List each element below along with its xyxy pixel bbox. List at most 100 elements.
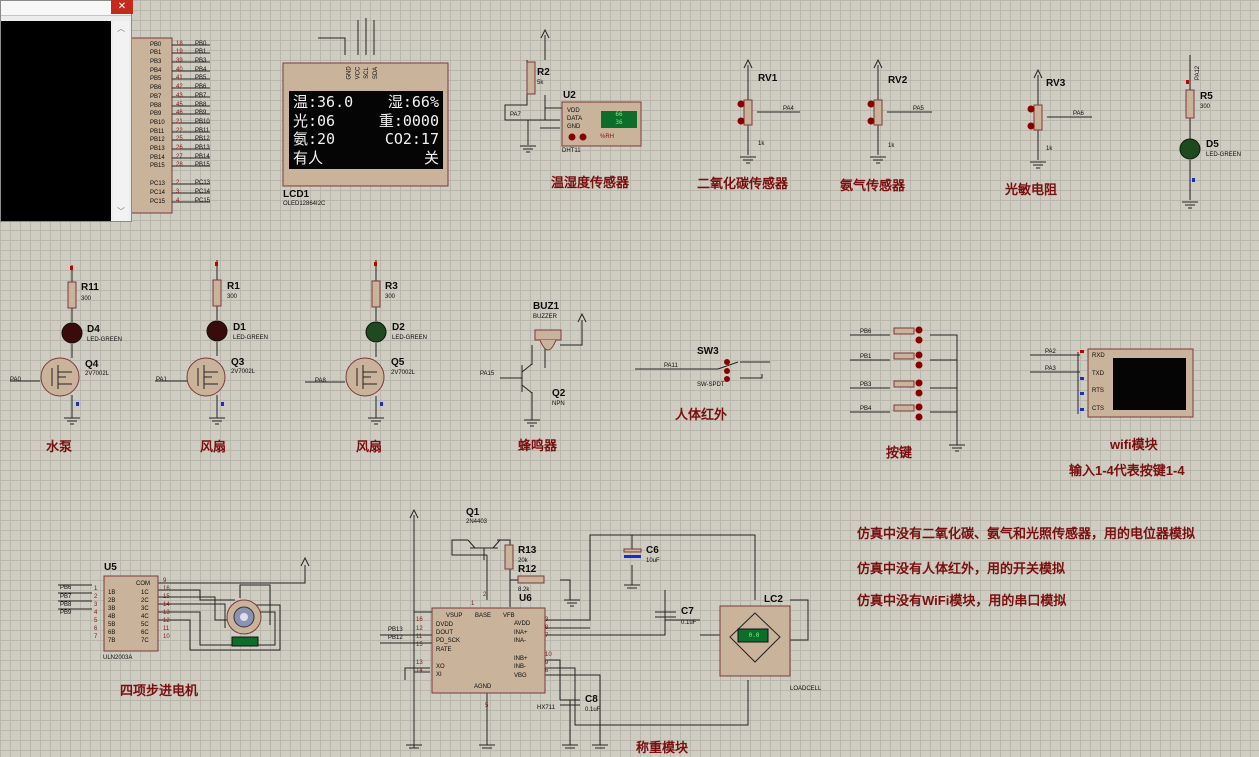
uln-pin: 1B [108,590,116,596]
r11-value: 300 [81,296,92,302]
hx-pin: DVDD [436,622,454,628]
hx-pin: INB- [514,664,526,670]
q3-ref: Q3 [231,357,245,368]
hx-pin-num: 5 [485,703,489,709]
close-icon[interactable]: ✕ [111,0,133,14]
wires [10,18,1191,748]
mcu-pin-number: 41 [176,75,183,81]
q2-part: NPN [552,401,565,407]
r12-ref: R12 [518,564,537,575]
dht-pin: VDD [567,108,580,114]
keys[interactable] [893,327,915,412]
simulation-terminal-window[interactable]: ✕ ︿ ﹀ [0,0,133,222]
r5-value: 300 [1200,104,1211,110]
mcu-pin-number: 45 [176,102,183,108]
rv2-ref: RV2 [888,75,908,86]
uln-pin-num: 7 [94,634,98,640]
mcu-net-label: PB11 [195,128,210,134]
stepper-net: PB9 [60,610,72,616]
r1-value: 300 [227,294,238,300]
mcu-pin-label: PB0 [150,42,162,48]
mcu-net-label: PB0 [195,41,207,47]
mcu-pin-label: PB10 [150,120,165,126]
loadcell-lc2 [719,605,791,677]
wifi-terminal-screen[interactable] [1113,358,1186,410]
mcu-net-label: PC13 [195,180,211,186]
resistor-r2 [526,61,536,95]
note-text: 仿真中没有WiFi模块，用的串口模拟 [857,593,1067,608]
uln-pin: 5C [141,622,149,628]
rv1-net: PA4 [783,106,794,112]
rv2-net: PA5 [913,106,924,112]
uln-pin-num: 13 [163,610,170,616]
ground-symbols [64,145,1198,749]
hx-pin: DOUT [436,630,453,636]
mcu-pin-lines [172,44,210,203]
section-label-weight: 称重模块 [636,740,689,755]
potentiometer-rv3 [1027,104,1043,131]
stepper-net: PB6 [60,585,72,591]
d5-part: LED-GREEN [1206,152,1242,158]
driver-fan1 [186,279,228,397]
mcu-pin-number: 19 [176,49,183,55]
lcd-text: 有人 [293,148,324,167]
window-titlebar[interactable] [1,1,131,16]
mcu-net-label: PB4 [195,67,207,73]
c7-value: 0.1uF [681,620,697,626]
uln-pin: 2B [108,598,116,604]
mcu-net-label: PB3 [195,58,207,64]
mcu-pin-number: 22 [176,128,183,134]
lcd-text: 关 [423,148,439,167]
driver-fan2 [345,280,387,397]
mcu-pin-number: 46 [176,110,183,116]
scrollbar[interactable]: ︿ ﹀ [113,21,129,221]
hx-pin-num: 9 [545,660,549,666]
dht-part: DHT11 [562,148,581,154]
hx-pin-num: 15 [416,642,423,648]
terminal-output[interactable] [1,21,111,221]
hx-pin-num: 8 [545,625,549,631]
sw3-part: SW-SPDT [697,382,725,388]
r13-ref: R13 [518,545,537,556]
u6-ref: U6 [519,593,532,604]
mcu-pin-number: 4 [176,198,180,204]
lcd-pin-label: GND [346,66,353,80]
mcu-pin-label: PB7 [150,94,162,100]
r3-value: 300 [385,294,396,300]
hx711-chip [431,607,546,694]
mcu-pin-number: 39 [176,58,183,64]
q5-ref: Q5 [391,357,405,368]
scroll-up-icon[interactable]: ︿ [117,24,125,33]
hx711-part: HX711 [537,705,555,711]
fan1-net: PA1 [156,377,167,383]
lcd-text: 温:36.0 [293,93,354,111]
mcu-pin-label: PB8 [150,103,162,109]
r12-value: 8.2k [518,587,530,593]
led-d5 [1179,138,1201,160]
uln-pin: 6B [108,630,116,636]
uln2003a-chip [103,575,159,652]
d2-part: LED-GREEN [392,335,428,341]
wifi-net: PA3 [1045,366,1056,372]
capacitor-c7 [655,611,676,618]
uln-pin: 1C [141,590,149,596]
lcd-pin-label: VCC [355,66,362,80]
hx-net: PB12 [388,635,403,641]
mcu-chip [129,37,173,214]
rv3-value: 1k [1046,146,1053,152]
lcd-part: OLED12864I2C [283,201,326,207]
hx-net: PB13 [388,627,403,633]
hx-pin: RATE [436,647,452,653]
q2-ref: Q2 [552,388,566,399]
lcd-text: 湿:66% [387,93,439,111]
scroll-down-icon[interactable]: ﹀ [117,207,125,216]
switch-sw3[interactable] [717,359,739,382]
mcu-pin-label: PB14 [150,155,165,161]
uln-pin: 3C [141,606,149,612]
mcu-pin-label: PC13 [150,181,166,187]
mcu-net-label: PB5 [195,75,207,81]
hx-pin-num: 16 [416,617,423,623]
hx-pin: VSUP [446,613,463,619]
section-label-co2: 二氧化碳传感器 [697,176,789,191]
